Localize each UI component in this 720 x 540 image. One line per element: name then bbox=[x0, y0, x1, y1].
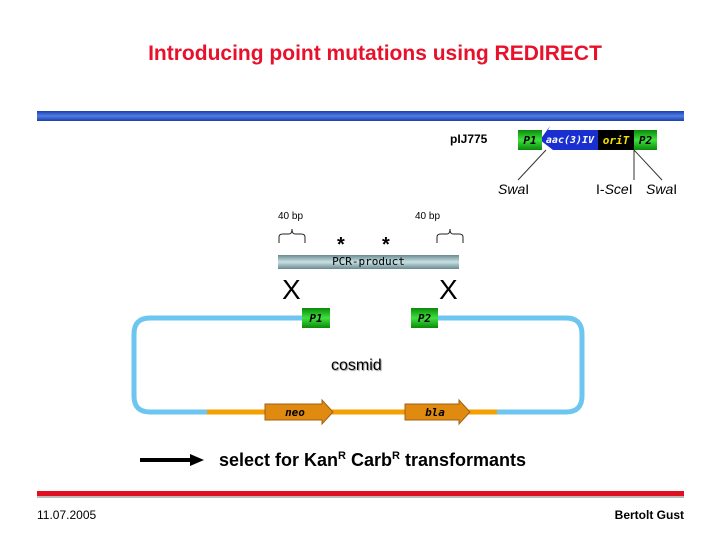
right-homology-label: 40 bp bbox=[415, 211, 441, 222]
aac3iv-arrow bbox=[540, 126, 598, 150]
neo-arrow bbox=[264, 398, 334, 426]
selection-arrow-head bbox=[190, 454, 204, 466]
slide-title: Introducing point mutations using REDIRE… bbox=[148, 42, 602, 65]
site-name: Swa bbox=[646, 181, 674, 197]
title-divider bbox=[37, 111, 684, 121]
right-homology-brace bbox=[436, 228, 464, 243]
cosmid-p2: P2 bbox=[411, 308, 438, 328]
selection-part: Carb bbox=[346, 450, 393, 470]
scei-site: I-SceI bbox=[596, 181, 633, 197]
bla-label: bla bbox=[425, 405, 445, 419]
plasmid-orit: oriT bbox=[598, 130, 634, 150]
site-suffix: I bbox=[525, 181, 530, 197]
pcr-product-bar: PCR-product bbox=[278, 255, 459, 269]
crossover-right: X bbox=[439, 274, 458, 305]
swai-site-left: SwaI bbox=[498, 181, 529, 197]
superscript: R bbox=[338, 450, 346, 462]
cosmid-p1: P1 bbox=[302, 308, 330, 328]
site-name: Sce bbox=[604, 181, 629, 197]
mutation-mark: * bbox=[382, 234, 390, 256]
plasmid-name: pIJ775 bbox=[450, 132, 488, 146]
neo-label: neo bbox=[285, 405, 305, 419]
plasmid-p1: P1 bbox=[518, 130, 542, 150]
footer-author: Bertolt Gust bbox=[614, 508, 684, 522]
footer-divider bbox=[37, 491, 684, 496]
left-homology-brace bbox=[278, 228, 306, 243]
swai-left-pointer bbox=[517, 149, 547, 181]
swai-site-right: SwaI bbox=[646, 181, 677, 197]
plasmid-p2: P2 bbox=[634, 130, 657, 150]
swai-right-pointer bbox=[633, 149, 663, 181]
site-suffix: I bbox=[628, 181, 633, 197]
site-suffix: I bbox=[673, 181, 678, 197]
plasmid-aac3iv: aac(3)IV bbox=[545, 134, 595, 146]
selection-part: transformants bbox=[399, 450, 526, 470]
site-prefix: I- bbox=[596, 181, 605, 197]
footer-date: 11.07.2005 bbox=[37, 508, 97, 522]
superscript: R bbox=[392, 450, 400, 462]
bla-arrow bbox=[404, 398, 471, 426]
cosmid-label: cosmid bbox=[331, 357, 382, 374]
mutation-mark: * bbox=[337, 234, 345, 256]
crossover-left: X bbox=[282, 274, 301, 305]
left-homology-label: 40 bp bbox=[278, 211, 304, 222]
selection-part: select for Kan bbox=[219, 450, 339, 470]
selection-text: select for KanR CarbR transformants bbox=[219, 450, 526, 471]
site-name: Swa bbox=[498, 181, 526, 197]
